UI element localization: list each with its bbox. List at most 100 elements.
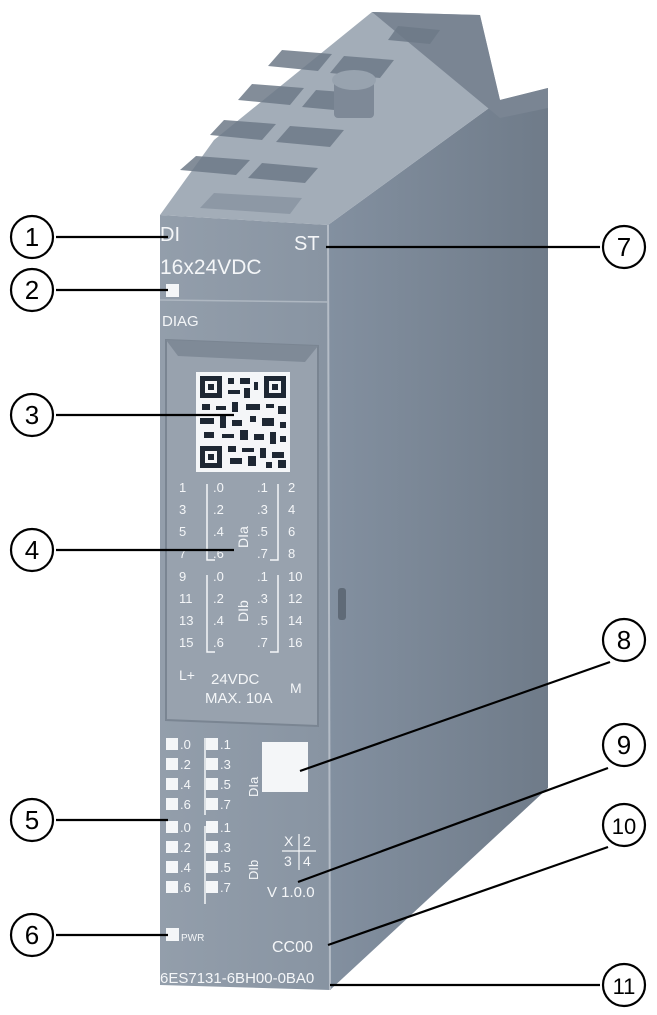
callout-circle-6 (9, 912, 55, 958)
terminal-number: 4 (288, 502, 295, 517)
pwr-led (166, 928, 179, 941)
module-type-line1: DI (160, 224, 180, 246)
led-channel-label: .5 (220, 777, 231, 792)
led-channel-label: .0 (180, 737, 191, 752)
callout-number: 2 (25, 275, 39, 305)
callout-number: 8 (617, 625, 631, 655)
front-separator-line (159, 299, 329, 303)
callout-circle-9 (601, 722, 647, 768)
callout-circle-4 (9, 527, 55, 573)
callout-number: 9 (617, 730, 631, 760)
terminal-channel: .3 (257, 591, 268, 606)
m-label: M (290, 680, 302, 696)
terminal-channel: .7 (257, 546, 268, 561)
terminal-number: 14 (288, 613, 302, 628)
channel-led (206, 881, 218, 893)
channel-led (206, 778, 218, 790)
version-ratio-4: 4 (303, 853, 311, 869)
terminal-number: 7 (179, 546, 186, 561)
callout-circle-2 (9, 267, 55, 313)
led-channel-label: .3 (220, 840, 231, 855)
terminal-group-b-label: DIb (235, 600, 251, 622)
led-channel-label: .3 (220, 757, 231, 772)
callout-circle-8 (601, 617, 647, 663)
callout-leaders (56, 235, 611, 987)
led-channel-label: .7 (220, 880, 231, 895)
channel-led (166, 798, 178, 810)
callout-number: 10 (612, 814, 636, 839)
terminal-channel: .2 (213, 502, 224, 517)
led-channel-label: .5 (220, 860, 231, 875)
terminal-number: 8 (288, 546, 295, 561)
led-channel-label: .1 (220, 820, 231, 835)
channel-led (206, 841, 218, 853)
callout-circle-10 (601, 802, 647, 848)
terminal-brackets (206, 484, 279, 653)
callout-number: 11 (613, 974, 636, 999)
terminal-channel: .0 (213, 569, 224, 584)
module-top-face (160, 12, 500, 225)
callout-circle-1 (9, 214, 55, 260)
top-latch-cap (332, 70, 376, 90)
terminal-number: 6 (288, 524, 295, 539)
channel-led (206, 861, 218, 873)
channel-led (206, 758, 218, 770)
terminal-channel: .2 (213, 591, 224, 606)
color-code: CC00 (272, 939, 313, 956)
led-channel-label: .7 (220, 797, 231, 812)
led-channel-label: .2 (180, 840, 191, 855)
led-channel-label: .4 (180, 777, 191, 792)
lplus-label: L+ (179, 667, 195, 683)
recess-top-bevel (166, 340, 318, 362)
terminal-channel: .3 (257, 502, 268, 517)
callout-number: 6 (25, 920, 39, 950)
version-ratio-3: 3 (284, 853, 292, 869)
module-housing (159, 12, 548, 991)
terminal-number: 9 (179, 569, 186, 584)
channel-led (166, 841, 178, 853)
terminal-channel: .4 (213, 613, 224, 628)
diag-led (166, 284, 179, 297)
callout-circle-5 (9, 797, 55, 843)
channel-led (206, 738, 218, 750)
module-class-label: ST (294, 233, 320, 255)
led-channel-label: .1 (220, 737, 231, 752)
terminal-number: 11 (179, 591, 193, 606)
side-slot (338, 588, 346, 620)
labeling-strip-marker (262, 742, 308, 792)
channel-led (166, 881, 178, 893)
callout-number: 1 (25, 222, 39, 252)
led-channel-label: .2 (180, 757, 191, 772)
channel-led (166, 758, 178, 770)
version-label: V 1.0.0 (267, 884, 315, 901)
terminal-channel: .0 (213, 480, 224, 495)
terminal-channel: .1 (257, 480, 268, 495)
channel-led (206, 798, 218, 810)
front-edge-highlight (327, 224, 331, 991)
module-side-face (328, 88, 548, 990)
callout-circle-11 (601, 962, 647, 1008)
terminal-channel: .6 (213, 635, 224, 650)
terminal-number: 1 (179, 480, 186, 495)
led-group-b-label: DIb (246, 860, 261, 880)
channel-led (206, 821, 218, 833)
callout-number: 4 (25, 535, 39, 565)
terminal-channel: .6 (213, 546, 224, 561)
voltage-line2: MAX. 10A (205, 690, 273, 707)
qr-code (196, 372, 290, 472)
terminal-group-a-label: DIa (235, 526, 251, 548)
voltage-line1: 24VDC (211, 671, 260, 688)
channel-led (166, 778, 178, 790)
terminal-number: 15 (179, 635, 193, 650)
callout-circle-7 (601, 224, 647, 270)
terminal-number: 5 (179, 524, 186, 539)
channel-led (166, 821, 178, 833)
version-ratio: X 2 3 4 (282, 833, 316, 870)
callout-number: 5 (25, 805, 39, 835)
status-led-block: .0.1.2.3.4.5.6.7.0.1.2.3.4.5.6.7 (166, 737, 231, 895)
terminal-number: 12 (288, 591, 302, 606)
terminal-number: 16 (288, 635, 302, 650)
terminal-number: 3 (179, 502, 186, 517)
